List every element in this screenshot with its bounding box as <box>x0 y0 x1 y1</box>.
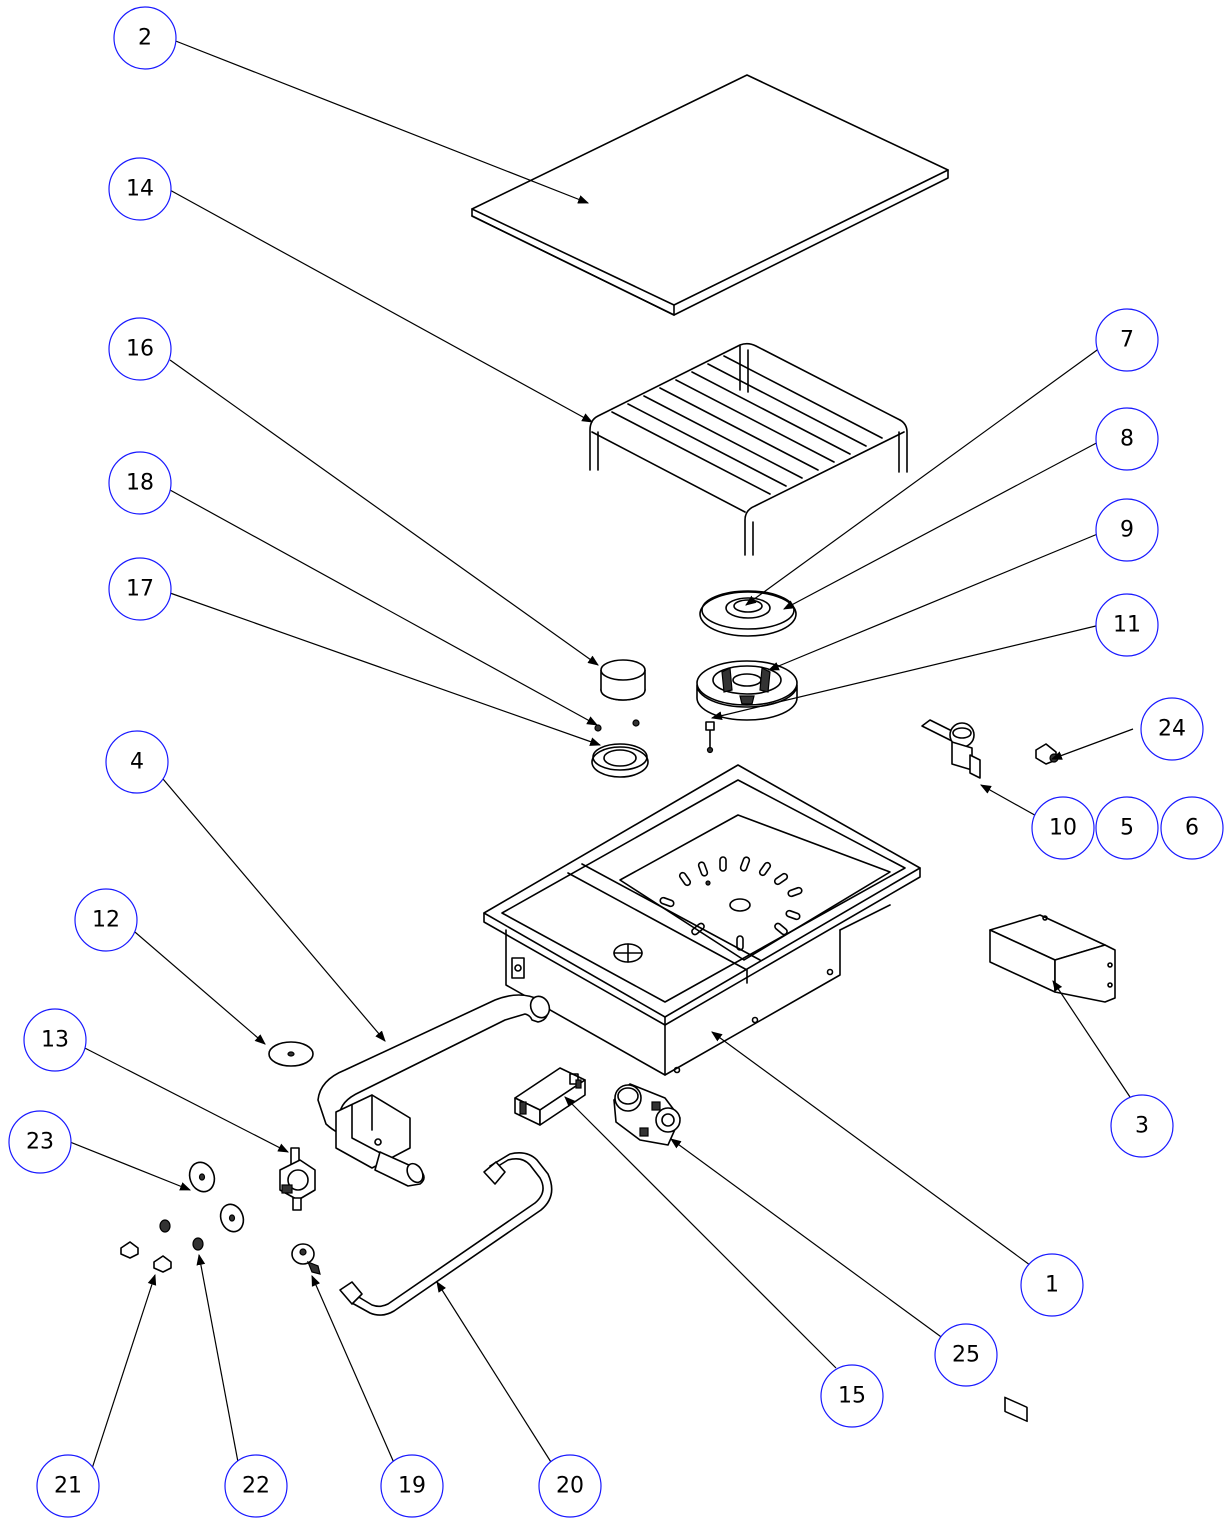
balloon-19-label: 19 <box>398 1474 426 1499</box>
balloon-8: 8 <box>1095 407 1159 471</box>
balloon-9: 9 <box>1095 498 1159 562</box>
balloon-11-label: 11 <box>1113 613 1141 638</box>
balloon-11: 11 <box>1095 593 1159 657</box>
ring-part <box>591 743 649 778</box>
balloon-20-label: 20 <box>556 1474 584 1499</box>
orifice-part <box>291 1243 321 1275</box>
balloon-2-label: 2 <box>138 26 152 51</box>
balloon-9-label: 9 <box>1120 518 1134 543</box>
balloon-13-label: 13 <box>41 1028 69 1053</box>
balloon-8-label: 8 <box>1120 427 1134 452</box>
balloon-14: 14 <box>108 157 172 221</box>
balloon-10-label: 10 <box>1049 816 1077 841</box>
balloon-19: 19 <box>380 1454 444 1518</box>
balloon-22: 22 <box>224 1454 288 1518</box>
balloon-23-label: 23 <box>26 1130 54 1155</box>
balloon-16: 16 <box>108 317 172 381</box>
balloon-12-label: 12 <box>92 908 120 933</box>
balloon-22-label: 22 <box>242 1474 270 1499</box>
nuts-part <box>159 1219 204 1251</box>
igniter-pin-part <box>705 721 715 754</box>
washer-disc-part <box>268 1041 314 1067</box>
balloon-12: 12 <box>74 888 138 952</box>
balloon-21: 21 <box>36 1454 100 1518</box>
washers-part <box>188 1161 245 1233</box>
balloon-3: 3 <box>1110 1094 1174 1158</box>
balloon-25-label: 25 <box>952 1343 980 1368</box>
balloon-18-label: 18 <box>126 471 154 496</box>
balloon-1-label: 1 <box>1045 1273 1059 1298</box>
balloon-24-label: 24 <box>1158 717 1186 742</box>
burner-base-part <box>696 660 798 721</box>
balloon-15-label: 15 <box>838 1384 866 1409</box>
balloon-24: 24 <box>1140 697 1204 761</box>
balloon-4: 4 <box>105 730 169 794</box>
balloon-7-label: 7 <box>1120 328 1134 353</box>
balloon-18: 18 <box>108 451 172 515</box>
balloon-15: 15 <box>820 1364 884 1428</box>
balloon-6: 6 <box>1160 796 1224 860</box>
leader-lines <box>69 37 1134 1485</box>
balloon-17-label: 17 <box>126 577 154 602</box>
balloon-1: 1 <box>1020 1253 1084 1317</box>
balloon-21-label: 21 <box>54 1474 82 1499</box>
balloon-5: 5 <box>1095 796 1159 860</box>
balloon-20: 20 <box>538 1454 602 1518</box>
balloon-6-label: 6 <box>1185 816 1199 841</box>
cylinder-cap-part <box>600 659 646 701</box>
cover-plate-part <box>471 74 949 316</box>
balloon-7: 7 <box>1095 308 1159 372</box>
control-valve-part <box>279 1147 316 1211</box>
main-housing-part <box>483 764 921 1076</box>
balloon-3-label: 3 <box>1135 1114 1149 1139</box>
balloon-23: 23 <box>8 1110 72 1174</box>
gas-pipe-part <box>339 1152 553 1316</box>
fitting-part <box>1035 743 1059 765</box>
valve-bracket-part <box>921 719 981 779</box>
balloon-5-label: 5 <box>1120 816 1134 841</box>
balloon-2: 2 <box>113 6 177 70</box>
balloon-13: 13 <box>23 1008 87 1072</box>
balloon-16-label: 16 <box>126 337 154 362</box>
grate-part <box>589 342 908 556</box>
handle-tube-part <box>317 994 551 1187</box>
balloon-17: 17 <box>108 557 172 621</box>
balloon-4-label: 4 <box>130 750 144 775</box>
gas-valve-part <box>613 1083 681 1146</box>
side-bracket-part <box>989 914 1116 1423</box>
screws-part <box>120 1241 172 1273</box>
balloon-25: 25 <box>934 1323 998 1387</box>
balloon-14-label: 14 <box>126 177 154 202</box>
igniter-module-part <box>514 1067 586 1126</box>
burner-cap-part <box>699 590 797 637</box>
balloon-10: 10 <box>1031 796 1095 860</box>
small-screws-part <box>594 719 640 732</box>
